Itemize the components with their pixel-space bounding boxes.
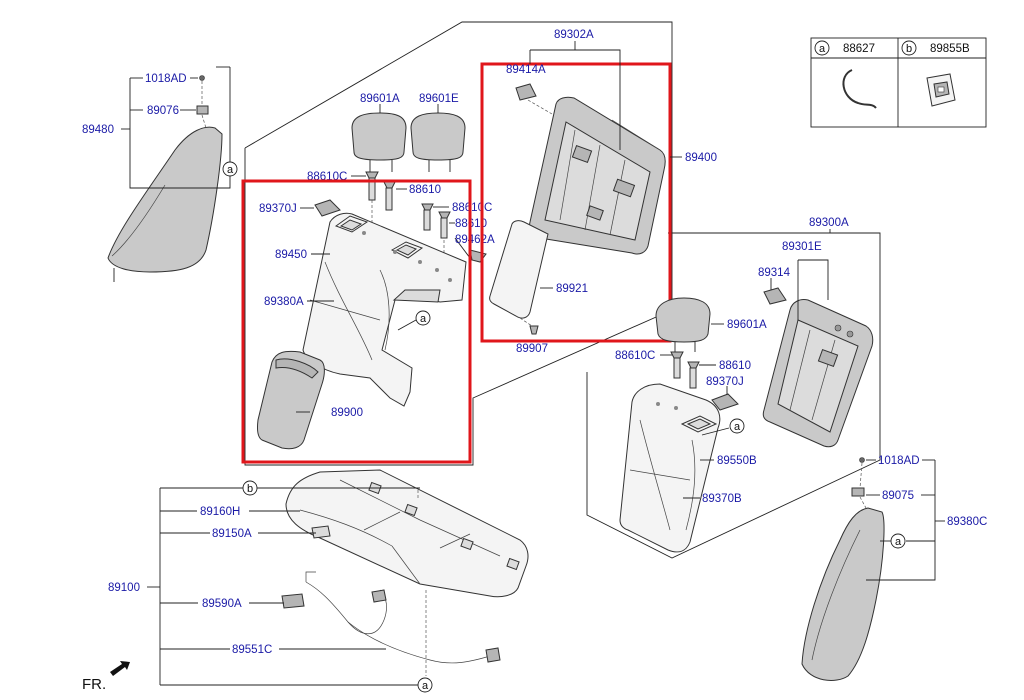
highlight-left-seatback <box>241 179 472 464</box>
callout-b: b <box>247 483 253 495</box>
center-frame-labels: 89302A 89414A 89400 89921 89907 <box>506 29 717 355</box>
right-bolster-labels: a 1018AD 89075 89380C <box>866 455 987 581</box>
callout-a-left-bolster: a <box>227 164 234 176</box>
callout-a-left-seatback: a <box>420 313 427 325</box>
clip-89076-icon <box>196 105 209 115</box>
clip-89462a-icon <box>469 249 487 263</box>
connector-89590a-icon <box>281 593 305 609</box>
label-89414a: 89414A <box>506 64 546 76</box>
label-89601e: 89601E <box>419 93 459 105</box>
label-88610-right: 88610 <box>719 360 751 372</box>
legend-b-circle <box>901 40 917 56</box>
label-88610-top: 88610 <box>409 184 441 196</box>
bolt-1018ad-icon <box>199 75 205 81</box>
fr-label: FR. <box>82 676 106 693</box>
label-89480: 89480 <box>82 124 114 136</box>
armrest-89900 <box>257 350 325 450</box>
label-89400: 89400 <box>685 152 717 164</box>
left-bolster-labels: a 1018AD 89076 89480 <box>82 66 238 189</box>
label-89100: 89100 <box>108 582 140 594</box>
label-1018ad-left: 1018AD <box>145 73 187 85</box>
headrest-guides-top <box>365 171 451 258</box>
label-89076: 89076 <box>147 105 179 117</box>
screw-89907-icon <box>529 325 539 335</box>
legend-b-part: 89855B <box>930 43 970 55</box>
label-89450: 89450 <box>275 249 307 261</box>
label-89601a-top: 89601A <box>360 93 400 105</box>
label-89551c: 89551C <box>232 644 272 656</box>
right-side-bolster <box>801 457 885 681</box>
label-89370j-top: 89370J <box>259 203 297 215</box>
label-89921: 89921 <box>556 283 588 295</box>
label-89380a: 89380A <box>264 296 304 308</box>
label-89900: 89900 <box>331 407 363 419</box>
label-88610c-right: 88610C <box>615 350 655 362</box>
callout-a-right-seatback: a <box>734 421 741 433</box>
highlight-center-frame <box>480 62 672 343</box>
legend-a-letter: a <box>819 43 826 55</box>
label-89590a: 89590A <box>202 598 242 610</box>
right-seatback-labels: a 89300A 89301E 89314 89601A 88610C 8861… <box>615 217 849 505</box>
callout-a-cushion: a <box>422 680 429 692</box>
left-seatback-labels: a 89370J 89450 89380A 89900 <box>259 203 431 419</box>
legend-box: a 88627 b 89855B <box>810 37 987 128</box>
label-89380c: 89380C <box>947 516 987 528</box>
label-1018ad-right: 1018AD <box>878 455 920 467</box>
label-89370b: 89370B <box>702 493 742 505</box>
label-89075: 89075 <box>882 490 914 502</box>
seat-cushion <box>281 469 529 676</box>
left-side-bolster <box>107 75 223 282</box>
headrest-89601a-top <box>351 112 407 172</box>
label-89302a: 89302A <box>554 29 594 41</box>
label-89550b: 89550B <box>717 455 757 467</box>
label-89314: 89314 <box>758 267 791 279</box>
bezel-icon <box>926 73 956 107</box>
headrest-89601e <box>410 112 466 172</box>
left-seatback-frame <box>302 199 467 407</box>
right-seatback <box>619 287 874 553</box>
label-89150a: 89150A <box>212 528 252 540</box>
wire-clip-icon <box>842 69 877 109</box>
label-89160h: 89160H <box>200 506 240 518</box>
cover-89921 <box>489 220 549 319</box>
center-seatback-frame <box>489 83 666 335</box>
callout-a-right-bolster: a <box>895 536 902 548</box>
label-89370j-right: 89370J <box>706 376 744 388</box>
front-direction-indicator: FR. <box>82 661 130 693</box>
bracket-89414a-icon <box>515 83 537 101</box>
label-88610c-mid: 88610C <box>452 202 492 214</box>
legend-b-letter: b <box>906 43 912 55</box>
label-89300a: 89300A <box>809 217 849 229</box>
label-89462a: 89462A <box>455 234 495 246</box>
label-89907: 89907 <box>516 343 548 355</box>
label-89301e: 89301E <box>782 241 822 253</box>
group-outlines <box>244 21 881 559</box>
seat-cushion-labels: b a 89160H 89150A 89100 89590A 89551C <box>108 480 433 693</box>
latch-89370j-icon <box>314 199 341 217</box>
legend-a-part: 88627 <box>843 43 875 55</box>
fr-arrow-icon <box>110 661 130 676</box>
legend-a-circle <box>814 40 830 56</box>
label-89601a-right: 89601A <box>727 319 767 331</box>
